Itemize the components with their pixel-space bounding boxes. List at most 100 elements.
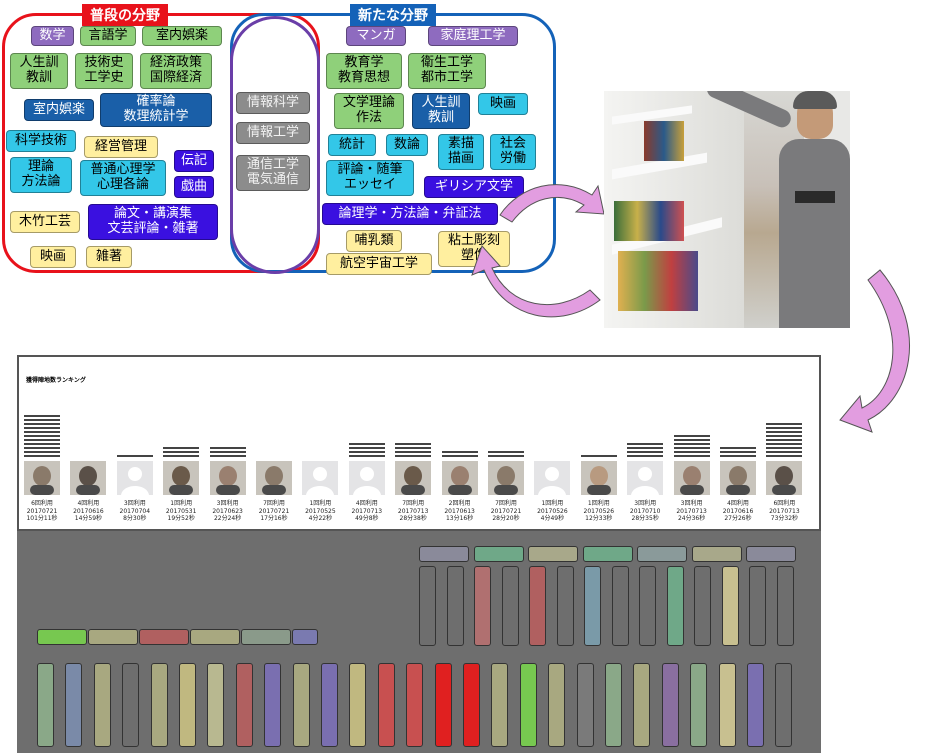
territory-bar bbox=[209, 447, 246, 449]
floor-bookshelf bbox=[605, 663, 622, 747]
floor-bookshelf bbox=[749, 566, 766, 646]
overlap-region bbox=[230, 16, 320, 274]
territory-bar bbox=[673, 435, 710, 437]
territory-bar bbox=[766, 431, 803, 433]
user-avatar bbox=[163, 461, 200, 495]
user-avatar bbox=[673, 461, 710, 495]
territory-bar bbox=[116, 455, 153, 457]
user-avatar bbox=[70, 461, 107, 495]
new-tag-8: 数論 bbox=[386, 134, 428, 156]
caption-date: 20170721 bbox=[258, 507, 290, 515]
ranking-territory-bars bbox=[209, 447, 246, 459]
territory-bar bbox=[766, 451, 803, 453]
territory-bar bbox=[163, 447, 200, 449]
caption-date: 20170713 bbox=[676, 507, 707, 515]
territory-bar bbox=[720, 455, 756, 457]
user-avatar bbox=[116, 461, 153, 495]
caption-uses: 3回利用 bbox=[123, 500, 146, 507]
territory-bar bbox=[209, 455, 246, 457]
floor-shelf-top bbox=[637, 546, 687, 562]
caption-uses: 4回利用 bbox=[77, 500, 100, 507]
caption-uses: 6回利用 bbox=[31, 500, 53, 507]
territory-bar bbox=[627, 443, 664, 445]
caption-time: 4分49秒 bbox=[540, 515, 565, 522]
new-tag-13: 論理学・方法論・弁証法 bbox=[322, 203, 498, 225]
ranking-territory-bars bbox=[348, 443, 385, 459]
floor-bookshelf bbox=[576, 663, 594, 747]
caption-uses: 1回利用 bbox=[587, 500, 610, 507]
territory-bar bbox=[348, 447, 385, 449]
caption-uses: 3回利用 bbox=[216, 500, 239, 507]
floor-bookshelf bbox=[446, 566, 464, 646]
arrow-tags-to-photo bbox=[499, 184, 605, 223]
floor-bookshelf bbox=[179, 663, 196, 747]
overlap-tag-2: 通信工学 電気通信 bbox=[236, 155, 310, 191]
new-tag-15: 粘土彫刻 塑像 bbox=[438, 231, 510, 267]
floor-bookshelf bbox=[690, 663, 708, 747]
usual-tag-9: 経営管理 bbox=[84, 136, 158, 158]
usual-tag-3: 人生訓 教訓 bbox=[10, 53, 68, 89]
user-avatar bbox=[488, 461, 524, 495]
territory-bar bbox=[163, 451, 200, 453]
territory-bar bbox=[24, 435, 60, 437]
territory-bar bbox=[627, 447, 664, 449]
territory-bar bbox=[766, 435, 803, 437]
territory-bar bbox=[395, 455, 432, 457]
caption-date: 20170704 bbox=[119, 507, 151, 515]
arrow-return-to-tags bbox=[471, 245, 601, 318]
new-tag-0: マンガ bbox=[346, 26, 406, 46]
user-avatar bbox=[209, 461, 246, 495]
floor-bookshelf bbox=[349, 663, 367, 747]
caption-time: 8分30秒 bbox=[123, 515, 147, 522]
ranking-territory-bars bbox=[488, 451, 524, 459]
floor-bookshelf bbox=[377, 663, 395, 747]
territory-bar bbox=[627, 455, 664, 457]
usual-tag-17: 雑著 bbox=[86, 246, 132, 268]
territory-bar bbox=[24, 415, 60, 417]
caption-time: 14分59秒 bbox=[74, 515, 103, 522]
floor-bookshelf bbox=[556, 566, 574, 646]
floor-bookshelf bbox=[122, 663, 140, 747]
usual-tag-0: 数学 bbox=[31, 26, 74, 46]
territory-bar bbox=[348, 455, 385, 457]
floor-bookshelf bbox=[666, 566, 684, 646]
territory-bar bbox=[395, 451, 432, 453]
territory-bar bbox=[766, 455, 803, 457]
caption-time: 101分11秒 bbox=[26, 515, 58, 522]
floor-shelf-left bbox=[241, 629, 291, 645]
caption-uses: 4回利用 bbox=[727, 500, 749, 507]
user-avatar bbox=[302, 461, 339, 495]
floor-bookshelf bbox=[207, 663, 225, 747]
territory-bar bbox=[348, 451, 385, 453]
caption-time: 24分36秒 bbox=[677, 515, 706, 522]
ranking-territory-bars bbox=[116, 455, 153, 459]
floor-shelf-left bbox=[139, 629, 189, 645]
new-field-title: 新たな分野 bbox=[350, 4, 436, 26]
ranking-territory-bars bbox=[163, 447, 200, 459]
caption-date: 20170531 bbox=[165, 507, 197, 515]
floor-bookshelf bbox=[639, 566, 656, 646]
territory-bar bbox=[209, 451, 246, 453]
floor-bookshelf bbox=[463, 663, 480, 747]
floor-bookshelf bbox=[584, 566, 601, 646]
user-avatar bbox=[441, 461, 478, 495]
caption-time: 12分33秒 bbox=[585, 515, 613, 522]
usual-tag-7: 確率論 数理統計学 bbox=[100, 93, 212, 127]
ranking-title: 獲得陣地数ランキング bbox=[26, 377, 86, 384]
floor-bookshelf bbox=[661, 663, 679, 747]
usual-tag-15: 論文・講演集 文芸評論・雑著 bbox=[88, 204, 218, 240]
territory-bar bbox=[24, 431, 60, 433]
territory-bar bbox=[441, 455, 478, 457]
usual-tag-10: 理論 方法論 bbox=[10, 157, 72, 193]
territory-bar bbox=[348, 443, 385, 445]
floor-bookshelf bbox=[548, 663, 566, 747]
caption-date: 20170613 bbox=[444, 507, 475, 515]
territory-bar bbox=[673, 447, 710, 449]
territory-bar bbox=[163, 455, 200, 457]
territory-bar bbox=[24, 451, 60, 453]
